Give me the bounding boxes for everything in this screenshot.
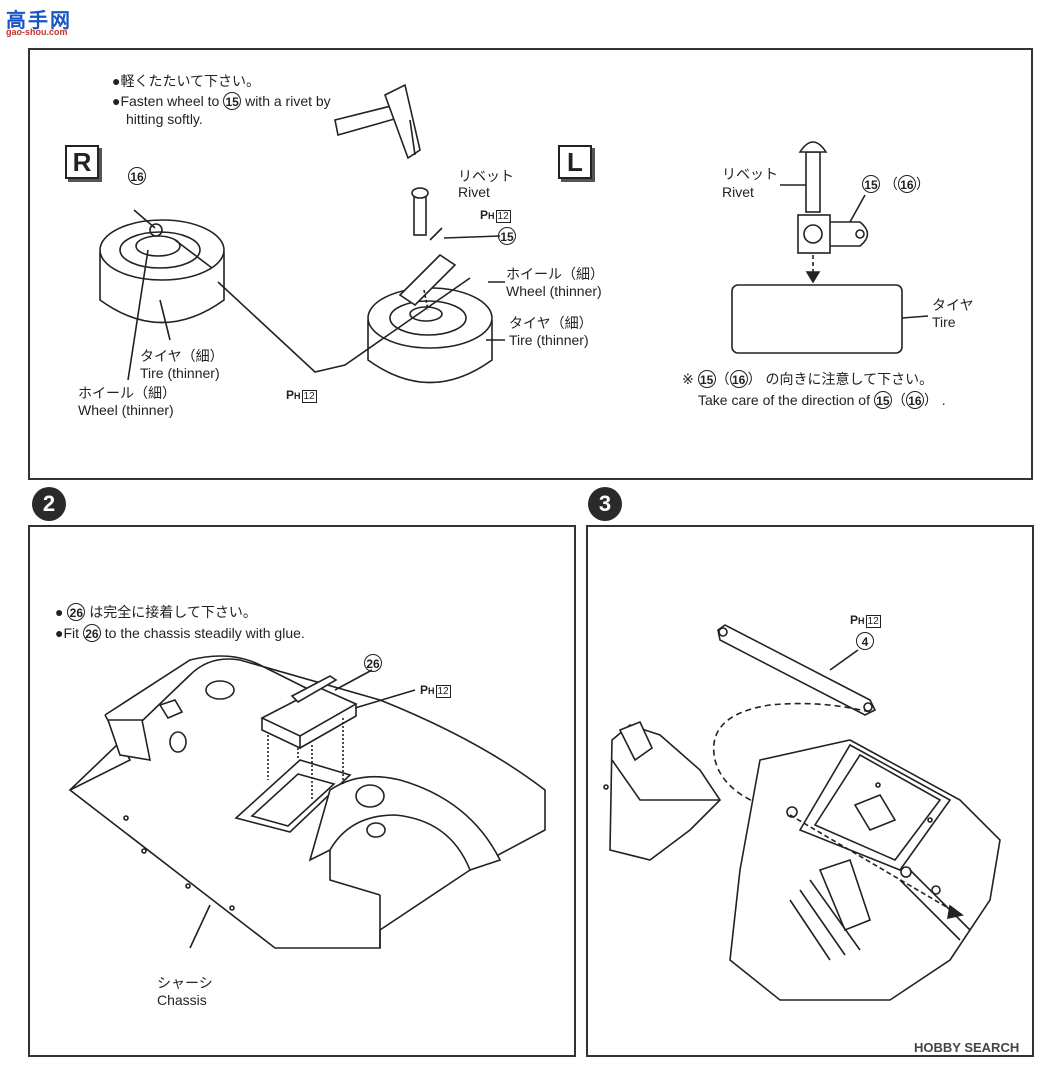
label-l: L xyxy=(558,145,592,179)
part-16-badge-2: 16 xyxy=(897,175,916,193)
step1-note-en-3: hitting softly. xyxy=(126,111,203,127)
caution-jp: ※ 15（16） の向きに注意して下さい。 xyxy=(682,370,934,388)
caution-en: Take care of the direction of 15（16） . xyxy=(698,391,946,409)
label-r: R xyxy=(65,145,99,179)
part-15-badge-l: 15 xyxy=(498,227,516,245)
step1-note-en-2: with a rivet by xyxy=(245,93,331,109)
watermark-logo: 高手网 xyxy=(6,4,72,33)
caution-en-text: Take care of the direction of xyxy=(698,392,870,408)
tire-l-jp: タイヤ（細） xyxy=(509,315,593,331)
step2-part-26-badge-2: 26 xyxy=(82,624,101,642)
step3-number: 3 xyxy=(588,487,622,521)
caution-jp-mark: ※ xyxy=(682,371,694,387)
tire2-jp: タイヤ xyxy=(932,297,974,313)
tire-r-en: Tire (thinner) xyxy=(140,365,220,381)
wheel-l-jp: ホイール（細） xyxy=(506,266,604,282)
ph-h: H xyxy=(488,211,495,221)
part-15-l-label: 15 xyxy=(498,227,516,246)
part-16-r-label: 16 xyxy=(128,167,146,186)
caution-part-16: 16 xyxy=(729,370,748,388)
step2-note-en-post: to the chassis steadily with glue. xyxy=(104,625,305,641)
step3-part-4-label: 4 xyxy=(856,632,874,651)
step2-note-jp-bullet: ● xyxy=(55,604,64,620)
chassis-jp: シャーシ xyxy=(157,975,213,991)
step2-note-en-pre: ●Fit xyxy=(55,625,80,641)
ph-num-2: 12 xyxy=(301,390,317,403)
watermark-url: gao-shou.com xyxy=(6,27,68,37)
parts-15-16-label: 15 （16） xyxy=(862,174,930,194)
step2-number: 2 xyxy=(32,487,66,521)
watermark-hobbysearch: HOBBY SEARCH xyxy=(914,1040,1020,1055)
ph-num: 12 xyxy=(495,210,511,223)
part-15-badge-2: 15 xyxy=(862,175,880,193)
step2-part-26-badge: 26 xyxy=(67,603,86,621)
step1-note-en-1: ●Fasten wheel to xyxy=(112,93,220,109)
step3-part-4-badge: 4 xyxy=(856,632,874,650)
step2-ph-num: 12 xyxy=(435,685,451,698)
step2-part-26-label: 26 xyxy=(364,654,382,673)
caution-jp-text: の向きに注意して下さい。 xyxy=(765,371,934,387)
tire-r-jp: タイヤ（細） xyxy=(140,348,224,364)
step3-panel xyxy=(586,525,1034,1057)
part-15-badge: 15 xyxy=(223,92,242,110)
rivet-jp: リベット xyxy=(458,168,514,184)
caution-part-15: 15 xyxy=(697,370,716,388)
chassis-en: Chassis xyxy=(157,992,207,1008)
wheel-r-en: Wheel (thinner) xyxy=(78,402,174,418)
caution-en-part-16: 16 xyxy=(905,391,924,409)
step2-note-jp-text: は完全に接着して下さい。 xyxy=(89,604,257,620)
step1-note-jp: ●軽くたたいて下さい。 xyxy=(112,73,261,89)
ph-h-2: H xyxy=(294,391,301,401)
step1-note-en: ●Fasten wheel to 15 with a rivet by xyxy=(112,92,331,110)
paren-close: ） xyxy=(915,176,930,192)
step3-ph-num: 12 xyxy=(865,615,881,628)
caution-en-part-15: 15 xyxy=(873,391,892,409)
ph-p-2: P xyxy=(286,388,295,402)
step2-note-en: ●Fit 26 to the chassis steadily with glu… xyxy=(55,624,305,642)
step2-note-jp: ● 26 は完全に接着して下さい。 xyxy=(55,603,257,621)
paren-open: （ xyxy=(883,176,898,192)
wheel-l-en: Wheel (thinner) xyxy=(506,283,602,299)
tire2-en: Tire xyxy=(932,314,956,330)
part-16-badge: 16 xyxy=(128,167,146,185)
ph-p: P xyxy=(480,208,489,222)
tire-l-en: Tire (thinner) xyxy=(509,332,589,348)
wheel-r-jp: ホイール（細） xyxy=(78,385,176,401)
rivet-en: Rivet xyxy=(458,184,490,200)
rivet2-jp: リベット xyxy=(722,166,778,182)
step2-part-26-callout: 26 xyxy=(364,654,382,672)
rivet2-en: Rivet xyxy=(722,184,754,200)
watermark-logo-text: 高手网 xyxy=(6,10,72,32)
